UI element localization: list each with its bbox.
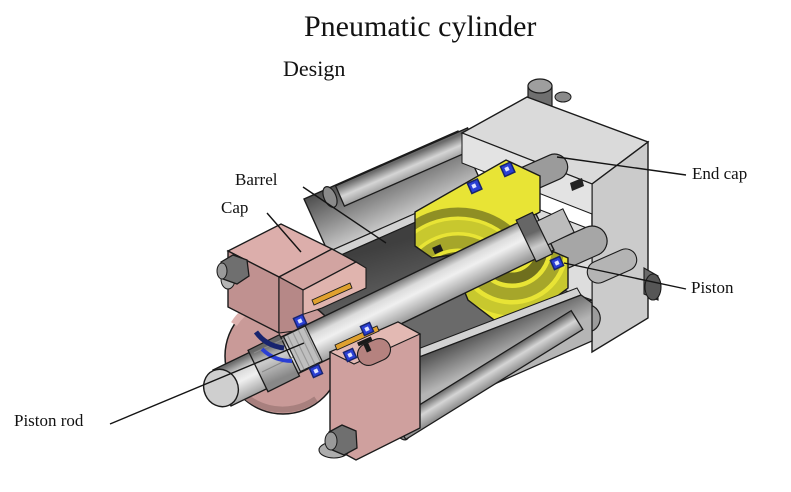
page-subtitle: Design (283, 56, 346, 81)
end-cap-side-bolt (643, 267, 662, 301)
label-piston: Piston (691, 278, 734, 297)
label-barrel: Barrel (235, 170, 278, 189)
piston-rod (202, 208, 575, 408)
rod-seal-arc (253, 330, 285, 351)
rod-seal-arc (260, 347, 293, 363)
label-piston-rod: Piston rod (14, 411, 84, 430)
wear-band (311, 282, 353, 306)
rod-collar (515, 211, 554, 263)
label-cap: Cap (221, 198, 249, 217)
leader-line-piston-rod (109, 342, 305, 425)
page-title: Pneumatic cylinder (304, 10, 537, 43)
seal (342, 347, 358, 363)
seal (359, 321, 375, 337)
leader-line-barrel (302, 186, 387, 244)
seal (308, 363, 324, 379)
port-slot (570, 178, 584, 191)
piston-seal (549, 255, 565, 271)
rod-tail (536, 208, 575, 246)
rod-hex-collar (247, 333, 301, 393)
rod-end-face (202, 368, 240, 408)
cap-bottom-nut (318, 424, 358, 459)
label-end-cap: End cap (692, 164, 748, 183)
seal (292, 313, 308, 329)
leader-lines (109, 156, 687, 425)
piston-seal (466, 178, 483, 195)
rod-seals (253, 244, 444, 379)
bore-channel-2 (586, 248, 638, 284)
cushion-valve (357, 336, 373, 353)
leader-line-end-cap (556, 156, 687, 176)
piston-seal (499, 161, 516, 178)
leader-line-piston (563, 262, 687, 290)
cap-side-bolt (216, 254, 250, 290)
leader-line-cap (266, 212, 302, 253)
